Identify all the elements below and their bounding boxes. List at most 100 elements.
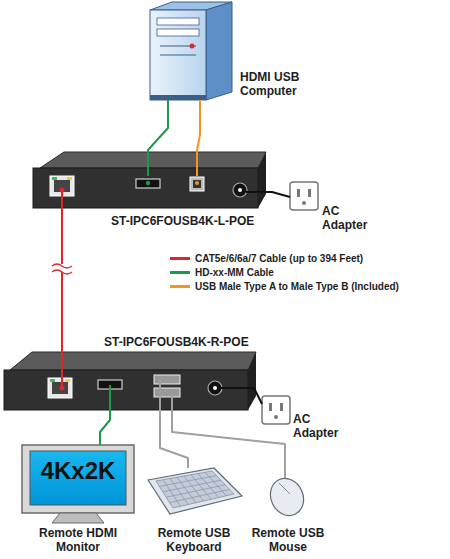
cable (197, 100, 200, 176)
local-unit-housing (33, 152, 266, 208)
device-label: Remote USB Keyboard (148, 526, 240, 555)
wall-outlet (274, 415, 278, 419)
keyboard-drawing (148, 468, 242, 514)
computer-tower (160, 55, 196, 56)
key-column (205, 472, 226, 496)
remote-unit-housing (213, 386, 217, 390)
remote-unit-housing (4, 352, 256, 410)
local-unit-housing (61, 190, 63, 208)
remote-unit-housing (221, 387, 248, 389)
remote-unit-housing (50, 379, 55, 382)
wall-outlet (269, 403, 272, 411)
device-label: AC Adapter (322, 204, 374, 233)
cable (61, 208, 63, 372)
key-column (198, 474, 219, 498)
legend-row: HD-xx-MM Cable (170, 265, 399, 279)
local-unit-housing (233, 183, 247, 197)
monitor-drawing (30, 451, 126, 505)
local-unit-housing (40, 152, 266, 168)
legend-row: USB Male Type A to Male Type B (Included… (170, 279, 399, 293)
remote-unit-housing (52, 382, 68, 394)
break-wave (52, 270, 72, 274)
power-outlet-node: AC Adapter (290, 182, 318, 210)
remote-unit-housing (48, 378, 72, 398)
keyboard-node: Remote USB Keyboard (145, 468, 242, 514)
key-column (163, 480, 181, 507)
local-unit-housing (246, 191, 258, 193)
wall-outlet (290, 182, 318, 210)
computer-tower (150, 10, 206, 100)
remote-unit-housing (171, 393, 173, 402)
power-outlet-node: AC Adapter (262, 396, 290, 424)
legend-text: USB Male Type A to Male Type B (Included… (195, 281, 399, 292)
mouse-drawing (264, 473, 309, 521)
remote-unit-housing (4, 370, 248, 410)
legend-swatch (170, 285, 190, 288)
local-unit-housing (33, 168, 258, 208)
computer-tower (157, 29, 199, 36)
mouse-node: Remote USB Mouse (266, 478, 310, 514)
remote-unit-housing (154, 388, 180, 397)
wall-outlet (290, 182, 318, 210)
legend-row: CAT5e/6/6a/7 Cable (up to 394 Feet) (170, 251, 399, 265)
device-label: Remote HDMI Monitor (33, 526, 123, 555)
wall-outlet (262, 396, 290, 424)
computer-tower (150, 2, 232, 100)
remote-unit-node: ST-IPC6FOUSB4K-R-POE (4, 372, 248, 402)
mouse-drawing (279, 483, 290, 494)
keyboard-drawing (159, 472, 229, 506)
local-unit-housing (238, 188, 242, 192)
cable (148, 100, 168, 176)
computer-tower (190, 44, 195, 49)
remote-unit-housing (109, 385, 111, 402)
wall-outlet (297, 189, 300, 197)
key-column (170, 479, 188, 505)
key-column (177, 477, 196, 503)
local-unit-node: ST-IPC6FOUSB4K-L-POE (33, 176, 258, 208)
cable (100, 402, 110, 445)
wall-outlet (302, 201, 306, 205)
remote-unit-housing (154, 375, 180, 384)
local-unit-housing (193, 180, 201, 188)
keyboard-drawing (156, 471, 234, 508)
remote-unit-housing (10, 352, 256, 370)
remote-unit-housing (65, 379, 70, 382)
local-unit-housing (195, 181, 199, 185)
cable (248, 388, 262, 404)
local-unit-housing (146, 181, 150, 185)
legend: CAT5e/6/6a/7 Cable (up to 394 Feet)HD-xx… (170, 251, 399, 293)
wall-outlet (262, 396, 290, 424)
computer-node: HDMI USB Computer (148, 2, 234, 100)
key-column (184, 476, 204, 501)
device-label: Remote USB Mouse (244, 526, 332, 555)
legend-swatch (170, 271, 190, 274)
cable (172, 402, 285, 478)
monitor-drawing (22, 445, 134, 523)
device-label: AC Adapter (293, 412, 345, 441)
device-label: HDMI USB Computer (240, 70, 312, 99)
keyboard-drawing (148, 468, 242, 514)
computer-tower (206, 2, 232, 100)
screen-text: 4Kx2K (30, 457, 126, 486)
local-unit-housing (190, 177, 204, 191)
model-label: ST-IPC6FOUSB4K-L-POE (111, 214, 254, 228)
remote-unit-housing (159, 380, 161, 402)
local-unit-housing (258, 152, 266, 208)
local-unit-housing (67, 177, 72, 180)
cable (160, 402, 188, 468)
remote-unit-housing (248, 352, 256, 410)
wall-outlet (280, 403, 283, 411)
wall-outlet (308, 189, 311, 197)
monitor-drawing (52, 513, 104, 523)
remote-unit-housing (60, 386, 65, 391)
model-label: ST-IPC6FOUSB4K-R-POE (104, 335, 249, 349)
break-wave (52, 264, 72, 268)
legend-swatch (170, 257, 190, 260)
mouse-drawing (264, 473, 309, 521)
local-unit-housing (136, 179, 160, 188)
monitor-drawing (22, 445, 134, 513)
legend-text: CAT5e/6/6a/7 Cable (up to 394 Feet) (195, 253, 363, 264)
remote-unit-housing (208, 381, 222, 395)
cable (258, 192, 290, 197)
